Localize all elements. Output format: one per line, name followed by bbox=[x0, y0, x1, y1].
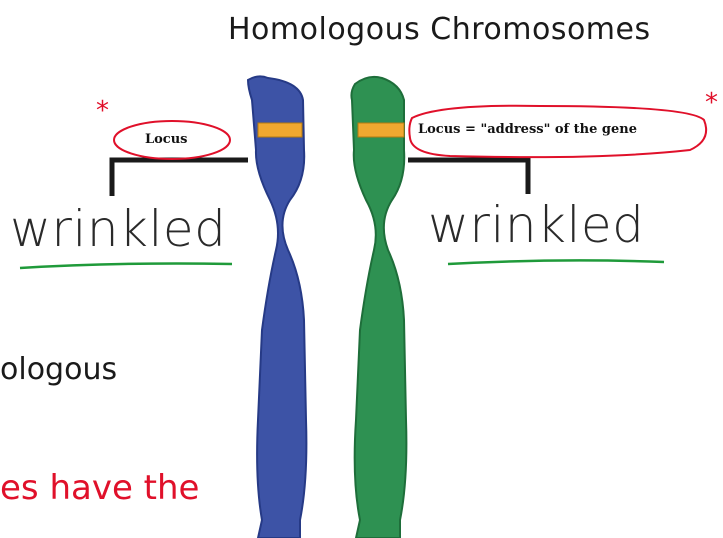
star-mark-right: * bbox=[705, 88, 718, 118]
underline-right bbox=[448, 260, 664, 264]
diagram-title: Homologous Chromosomes bbox=[228, 12, 651, 47]
locus-label-left: Locus bbox=[145, 132, 188, 147]
locus-label-right: Locus = "address" of the gene bbox=[418, 122, 637, 137]
handwritten-red-note-partial: es have the bbox=[0, 468, 199, 508]
chromosome-right bbox=[351, 77, 406, 538]
pointer-line-right bbox=[408, 160, 528, 194]
allele-label-left: wrinkled bbox=[10, 200, 226, 258]
pointer-line-left bbox=[112, 160, 248, 196]
chromosome-left bbox=[248, 76, 306, 538]
locus-band-left bbox=[258, 123, 302, 137]
locus-band-right bbox=[358, 123, 404, 137]
star-mark-left: * bbox=[96, 96, 109, 126]
allele-label-right: wrinkled bbox=[428, 196, 644, 254]
handwritten-note-partial: ologous bbox=[0, 352, 117, 387]
underline-left bbox=[20, 264, 232, 269]
